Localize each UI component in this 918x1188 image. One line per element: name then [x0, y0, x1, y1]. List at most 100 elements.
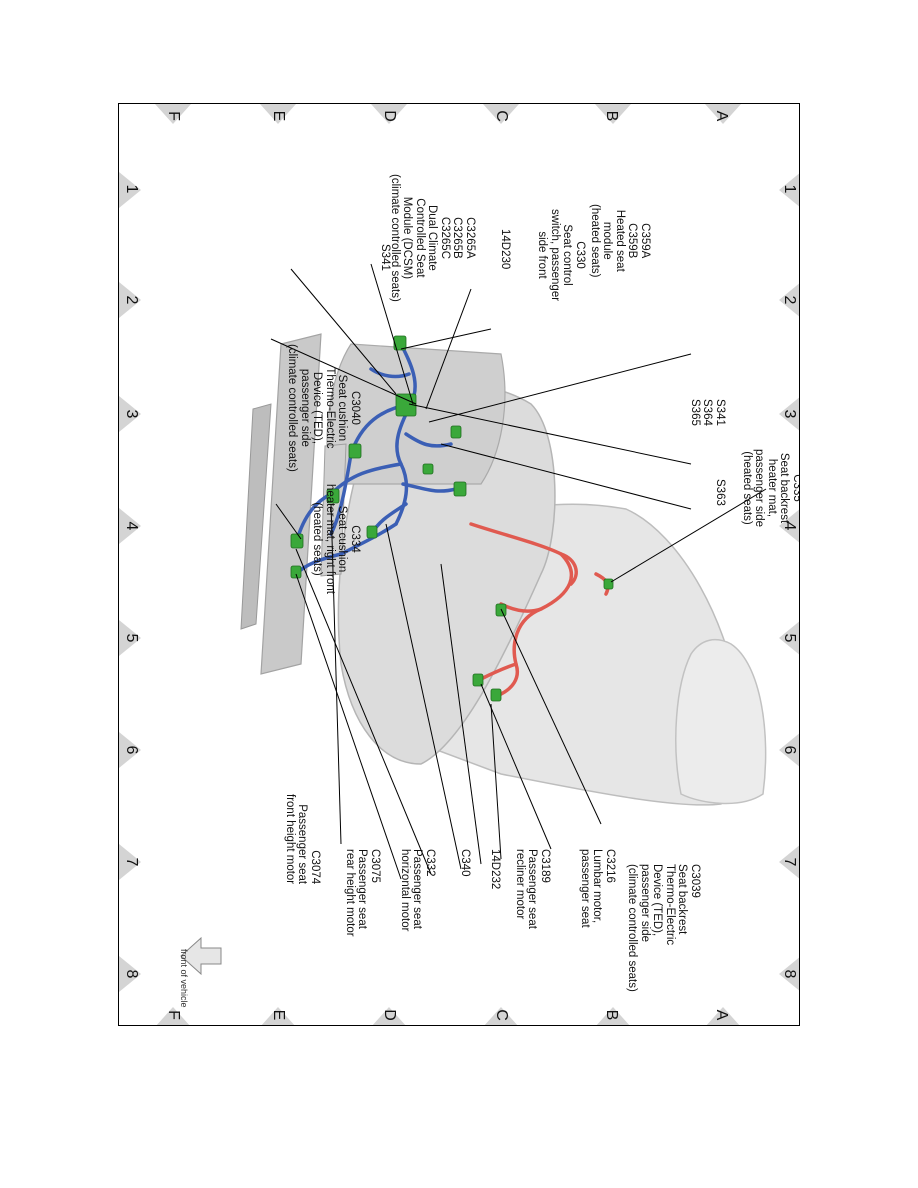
callout-line: Seat backrest — [676, 864, 689, 935]
harness-red — [469, 522, 610, 696]
row-label: C — [493, 1009, 510, 1021]
callout-line: front height motor — [284, 794, 296, 885]
callout-14d230: 14D230 — [499, 229, 511, 269]
callout-line: Controlled Seat — [414, 198, 426, 278]
row-label: A — [713, 1010, 730, 1021]
row-label: D — [381, 1009, 398, 1021]
column-label: 2 — [781, 296, 798, 305]
callout-line: Seat control — [561, 224, 574, 286]
callout-line: switch, passenger — [549, 209, 561, 302]
row-label: C — [493, 110, 510, 122]
callout-line: Passenger seat — [526, 849, 539, 929]
column-label: 3 — [123, 410, 140, 419]
callout-line: heater mat, right front — [324, 484, 336, 594]
callout-line: Seat cushion — [336, 505, 349, 573]
callout-line: C3074 — [309, 850, 321, 885]
callout-line: (climate controlled seats) — [286, 344, 299, 472]
callout-line: heater mat, — [766, 458, 778, 518]
row-labels-right: A B C D E F — [165, 1009, 730, 1021]
row-label: F — [165, 111, 182, 121]
callout-line: Seat cushion — [336, 374, 349, 442]
callout-line: Passenger seat — [411, 849, 424, 929]
callout-line: module — [601, 221, 614, 260]
column-label: 4 — [123, 522, 140, 531]
callout-line: C3216 — [604, 849, 616, 883]
callout-line: Dual Climate — [426, 205, 439, 271]
callout-line: C332 — [424, 849, 436, 877]
callout-14d232: 14D232 — [489, 849, 501, 890]
column-label: 7 — [123, 858, 140, 867]
front-of-vehicle-arrow-icon — [180, 936, 222, 976]
callout-line: side front — [536, 231, 549, 279]
border-markers-left — [155, 104, 741, 124]
callout-line: C3039 — [689, 864, 701, 898]
callout-line: C3075 — [369, 849, 381, 883]
callout-line: Passenger seat — [296, 804, 309, 885]
column-label: 3 — [781, 410, 798, 419]
callout-line: C359A — [639, 223, 651, 259]
row-label: B — [603, 111, 620, 122]
connectors — [290, 335, 614, 702]
callout-line: S363 — [714, 479, 726, 506]
callout-line: Device (TED), — [311, 371, 324, 445]
callout-line: C359B — [626, 223, 639, 259]
column-label: 5 — [781, 634, 798, 643]
callout-line: C3040 — [349, 390, 361, 425]
callout-line: passenger side — [299, 368, 311, 447]
callout-line: Seat backrest — [778, 452, 791, 524]
callout-line: S365 — [689, 399, 701, 426]
callout-line: C3189 — [539, 849, 551, 883]
column-label: 7 — [781, 858, 798, 867]
callout-line: C334 — [349, 525, 361, 553]
callout-c340: C340 — [459, 849, 471, 877]
row-label: F — [165, 1010, 182, 1020]
column-label: 1 — [781, 185, 798, 194]
callout-line: S364 — [701, 399, 714, 426]
callout-line: 14D232 — [489, 849, 501, 890]
callout-s363: S363 — [714, 479, 726, 506]
column-label: 2 — [123, 296, 140, 305]
callout-line: Passenger seat — [356, 849, 369, 929]
row-label: D — [381, 110, 398, 122]
seat-illustration — [240, 333, 767, 806]
column-label: 5 — [123, 634, 140, 643]
border-markers-bottom — [119, 172, 141, 992]
column-label: 6 — [123, 746, 140, 755]
column-label: 1 — [123, 185, 140, 194]
row-label: A — [713, 111, 730, 122]
callout-line: Thermo-Electric — [324, 367, 336, 449]
callout-line: Module (DCSM) — [401, 196, 414, 280]
row-label: E — [270, 1010, 287, 1021]
column-label: 8 — [781, 970, 798, 979]
callout-line: C335 — [791, 474, 800, 502]
callout-s341: S341 — [379, 244, 391, 271]
callout-line: C3265C — [439, 216, 451, 260]
column-label: 4 — [781, 522, 798, 531]
row-label: B — [603, 1010, 620, 1021]
callout-line: recliner motor — [514, 849, 526, 920]
callout-line: Device (TED), — [651, 864, 664, 937]
callout-line: (heated seats) — [589, 204, 601, 278]
callout-line: C330 — [574, 241, 586, 269]
callout-line: passenger side — [753, 449, 766, 527]
leader-lines — [270, 263, 767, 880]
callout-line: C340 — [459, 849, 471, 877]
front-of-vehicle-label: front of vehicle — [179, 949, 189, 1008]
